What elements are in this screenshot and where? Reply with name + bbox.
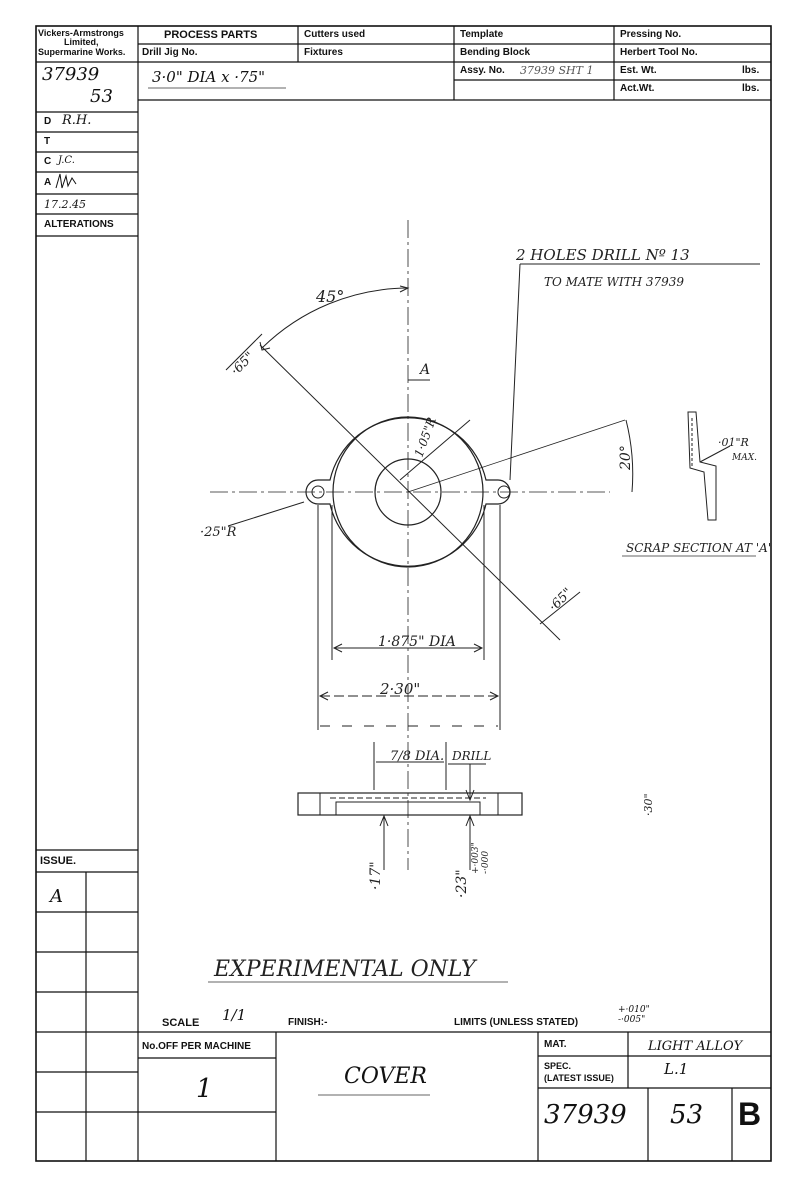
section-mark-a: A bbox=[418, 362, 430, 378]
scale-label: SCALE bbox=[162, 1017, 200, 1029]
alterations-label: ALTERATIONS bbox=[44, 219, 114, 230]
scrap-section-label: SCRAP SECTION AT 'A' bbox=[626, 541, 771, 555]
assy-no-value: 37939 SHT 1 bbox=[520, 64, 594, 77]
act-wt-unit: lbs. bbox=[742, 83, 760, 94]
dim-23-tol-plus: +·003" bbox=[471, 842, 481, 874]
experimental-note: EXPERIMENTAL ONLY bbox=[213, 957, 478, 982]
holes-note-line1: 2 HOLES DRILL Nº 13 bbox=[515, 246, 690, 264]
dim-23-label: ·23" bbox=[454, 869, 470, 898]
radius-note: ·01"R bbox=[718, 436, 749, 449]
drill-label: DRILL bbox=[451, 749, 491, 763]
est-wt-label: Est. Wt. bbox=[620, 65, 657, 76]
company-line3: Supermarine Works. bbox=[38, 47, 126, 57]
company-line1: Vickers-Armstrongs bbox=[38, 28, 124, 38]
approval-d-value: R.H. bbox=[62, 113, 92, 128]
act-wt-label: Act.Wt. bbox=[620, 83, 655, 94]
dim-78-label: 7/8 DIA. bbox=[390, 749, 444, 764]
finish-label: FINISH:- bbox=[288, 1017, 328, 1028]
approval-date: 17.2.45 bbox=[44, 198, 86, 211]
dim-30-label: ·30" bbox=[642, 793, 655, 816]
limits-minus: -·005" bbox=[618, 1015, 646, 1025]
title-block-issue-letter: B bbox=[738, 1096, 762, 1132]
cutters-used-label: Cutters used bbox=[304, 29, 366, 40]
issue-label: ISSUE. bbox=[40, 855, 77, 867]
drawing-number-top: 37939 bbox=[42, 64, 100, 85]
template-label: Template bbox=[460, 29, 504, 40]
drill-jig-label: Drill Jig No. bbox=[142, 47, 198, 58]
angle-20-label: 20° bbox=[618, 445, 634, 471]
dim-65-bottom-label: ·65" bbox=[546, 585, 575, 614]
holes-note-line2: TO MATE WITH 37939 bbox=[544, 275, 684, 289]
mat-value: LIGHT ALLOY bbox=[648, 1039, 743, 1054]
approval-a-label: A bbox=[44, 177, 52, 188]
company-line2: Limited, bbox=[64, 37, 99, 47]
approval-c-label: C bbox=[44, 156, 52, 167]
part-title: COVER bbox=[344, 1064, 427, 1089]
mat-label: MAT. bbox=[544, 1039, 567, 1050]
pressing-no-label: Pressing No. bbox=[620, 29, 682, 40]
dim-1875-label: 1·875" DIA bbox=[378, 634, 456, 650]
dim-105r-label: 1·05"R bbox=[412, 415, 439, 459]
dim-65-top-label: ·65" bbox=[228, 349, 257, 378]
dim-25r-label: ·25"R bbox=[200, 525, 237, 540]
spec-label-2: (LATEST ISSUE) bbox=[544, 1073, 614, 1083]
approval-d-label: D bbox=[44, 116, 52, 127]
scale-value: 1/1 bbox=[222, 1006, 247, 1024]
spec-label-1: SPEC. bbox=[544, 1061, 572, 1071]
dim-23-tol-minus: -·000 bbox=[481, 851, 491, 874]
est-wt-unit: lbs. bbox=[742, 65, 760, 76]
approval-c-value: J.C. bbox=[58, 155, 75, 166]
title-block-sheet: 53 bbox=[670, 1100, 704, 1130]
limits-plus: +·010" bbox=[618, 1005, 650, 1015]
approval-signature bbox=[55, 173, 77, 189]
limits-label: LIMITS (UNLESS STATED) bbox=[454, 1017, 579, 1028]
dim-17-label: ·17" bbox=[368, 861, 384, 890]
sheet-border bbox=[35, 25, 772, 1162]
issue-value: A bbox=[50, 886, 63, 907]
dim-230-label: 2·30" bbox=[379, 680, 420, 698]
angle-45-label: 45° bbox=[315, 287, 344, 306]
no-off-value: 1 bbox=[196, 1074, 213, 1104]
drawing-number-bottom: 53 bbox=[90, 86, 113, 107]
approval-t-label: T bbox=[44, 136, 51, 147]
drill-jig-value: 3·0" DIA x ·75" bbox=[152, 68, 266, 86]
fixtures-label: Fixtures bbox=[304, 47, 343, 58]
herbert-tool-no-label: Herbert Tool No. bbox=[620, 47, 698, 58]
bending-block-label: Bending Block bbox=[460, 47, 531, 58]
radius-max: MAX. bbox=[731, 453, 757, 463]
no-off-label: No.OFF PER MACHINE bbox=[142, 1041, 251, 1052]
spec-value: L.1 bbox=[664, 1060, 689, 1078]
assy-no-label: Assy. No. bbox=[460, 65, 505, 76]
process-parts-label: PROCESS PARTS bbox=[164, 29, 258, 41]
title-block-number: 37939 bbox=[544, 1100, 627, 1130]
